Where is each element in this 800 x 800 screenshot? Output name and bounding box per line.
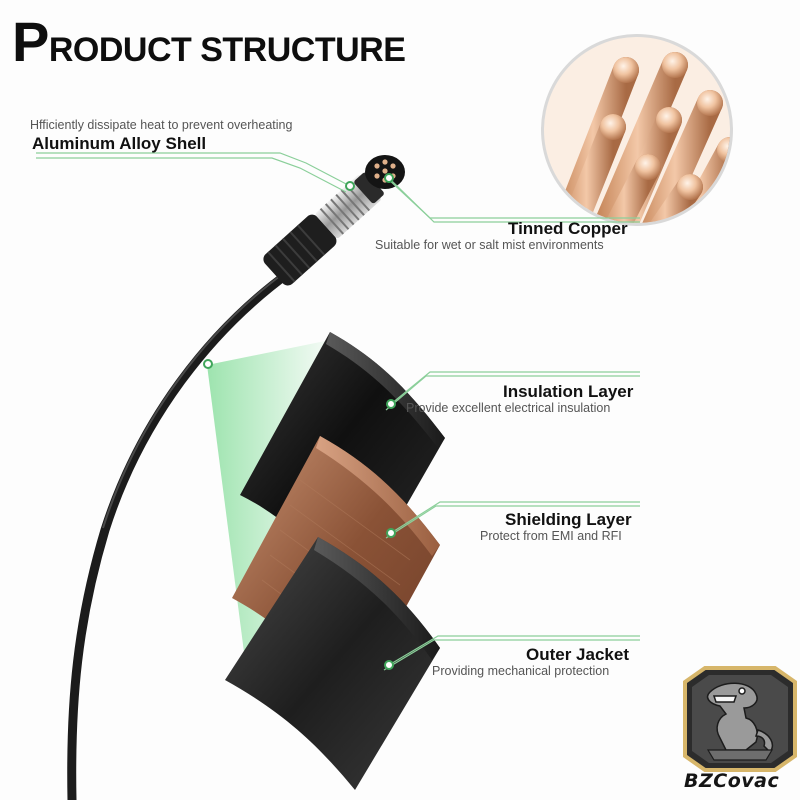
- brand-name: BZCovac: [684, 770, 780, 792]
- page-title-initial: P: [12, 10, 49, 73]
- copper-description: Suitable for wet or salt mist environmen…: [375, 238, 604, 252]
- shielding-label: Shielding Layer: [505, 510, 632, 529]
- dinosaur-badge-icon: [706, 682, 774, 754]
- shell-label: Aluminum Alloy Shell: [32, 134, 207, 153]
- outer-jacket-sheet: [225, 537, 440, 790]
- outer-jacket-label: Outer Jacket: [526, 645, 629, 664]
- brand-logo: [683, 666, 797, 772]
- page-title-rest: RODUCT STRUCTURE: [48, 31, 406, 69]
- outer-jacket-description: Providing mechanical protection: [432, 664, 610, 678]
- copper-label: Tinned Copper: [508, 219, 628, 238]
- cable: [67, 267, 295, 800]
- connector: [263, 172, 384, 286]
- callout-dots: [203, 173, 396, 670]
- insulation-description: Provide excellent electrical insulation: [406, 401, 611, 415]
- page-title: PRODUCT STRUCTURE: [12, 14, 406, 70]
- insulation-label: Insulation Layer: [503, 382, 634, 401]
- shell-description: Hfficiently dissipate heat to prevent ov…: [30, 118, 293, 132]
- cable-highlight: [102, 269, 289, 529]
- shielding-description: Protect from EMI and RFI: [480, 529, 622, 543]
- leader-lines: [36, 152, 640, 671]
